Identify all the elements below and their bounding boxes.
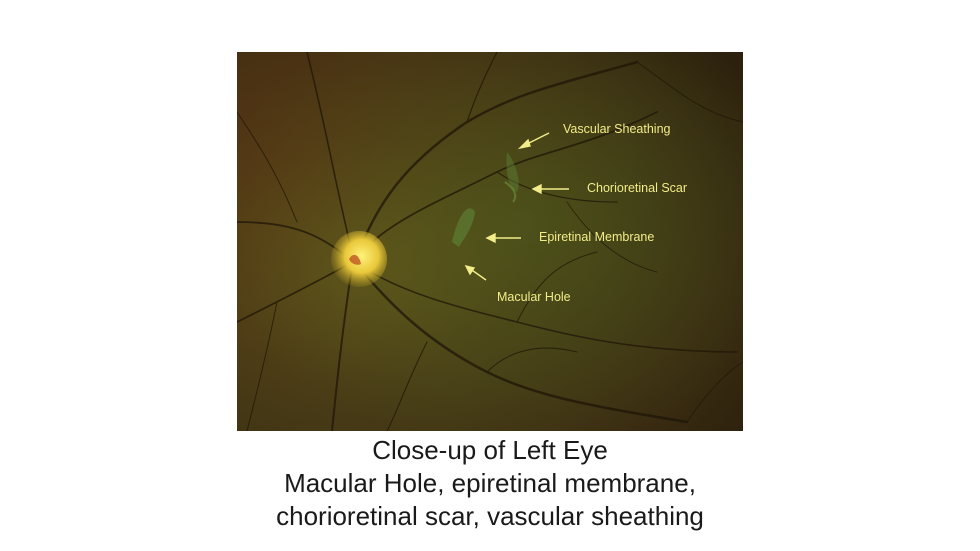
label-chorioretinal-scar: Chorioretinal Scar	[587, 181, 688, 195]
caption-line-3: chorioretinal scar, vascular sheathing	[276, 501, 704, 531]
caption: Close-up of Left Eye Macular Hole, epire…	[0, 434, 980, 533]
caption-line-2: Macular Hole, epiretinal membrane,	[284, 468, 696, 498]
annotation-arrows	[464, 132, 569, 281]
label-vascular-sheathing: Vascular Sheathing	[563, 122, 671, 136]
lesions	[452, 152, 519, 247]
fundus-photo	[237, 52, 743, 431]
retinal-vessels	[237, 52, 743, 431]
label-macular-hole: Macular Hole	[497, 290, 571, 304]
caption-line-1: Close-up of Left Eye	[372, 435, 608, 465]
retina-image	[237, 52, 743, 431]
label-epiretinal-membrane: Epiretinal Membrane	[539, 230, 655, 244]
